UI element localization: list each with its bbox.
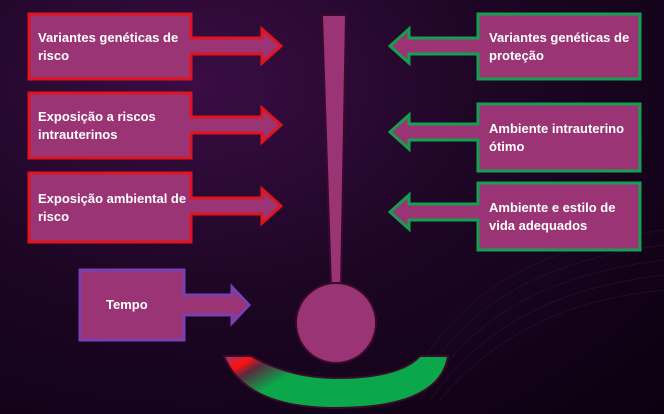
risk-arrow-1 [27,12,284,81]
protect-arrow-3 [387,181,642,252]
protective-factor-2: Ambiente intrauterino ótimo [489,120,625,154]
risk-factor-1: Variantes genéticas de risco [38,29,179,63]
protect-arrow-2 [387,102,642,173]
risk-factor-3: Exposição ambiental de risco [38,190,187,224]
protect-arrow-1 [387,12,642,81]
risk-factor-2: Exposição a riscos intrauterinos [38,108,156,142]
risk-arrow-2 [27,91,284,160]
time-label: Tempo [106,297,148,312]
risk-arrow-3 [27,171,284,244]
protective-factor-1: Variantes genéticas de proteção [489,29,630,63]
time-arrow [78,268,252,342]
protective-factor-3: Ambiente e estilo de vida adequados [489,199,616,233]
balance-ball [295,282,377,364]
balance-gauge [222,355,450,410]
balance-pole [320,14,348,289]
